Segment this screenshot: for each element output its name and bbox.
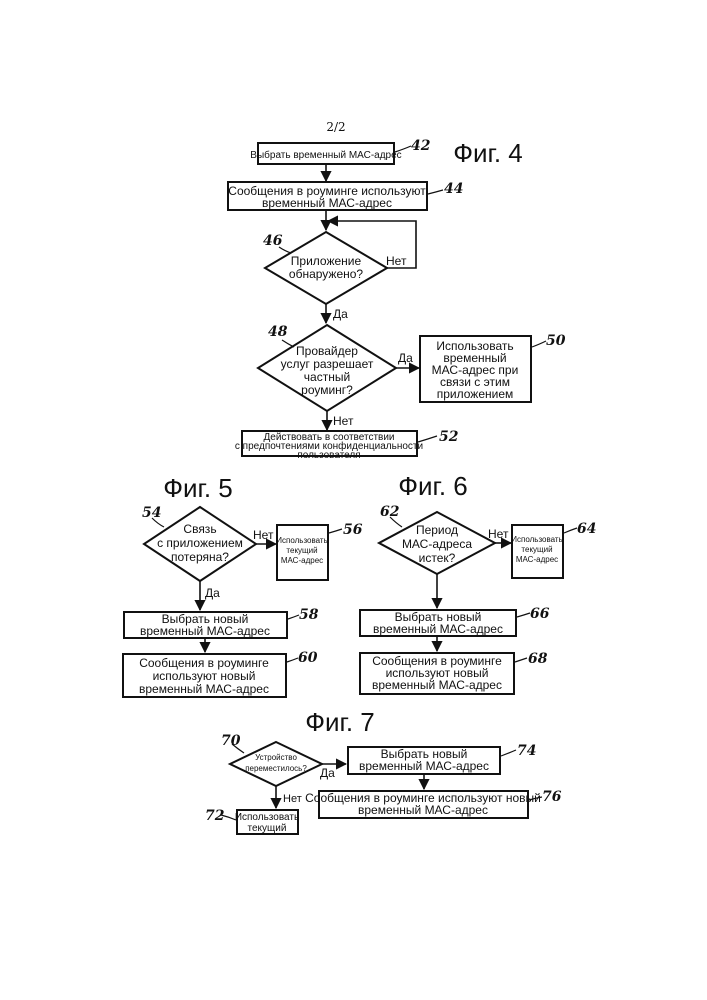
step-56-use-current-mac: Использовать текущий МАС-адрес [276,525,328,580]
ref-68: 68 [528,651,548,667]
fig6-title: Фиг. 6 [398,471,468,501]
svg-text:истек?: истек? [419,551,456,565]
step-64-use-current-mac: Использовать текущий МАС-адрес [511,525,563,578]
label-46-yes: Да [333,307,348,321]
svg-text:пользователя: пользователя [297,450,360,461]
ref-58: 58 [299,607,319,623]
ref-60: 60 [298,650,318,666]
ref-44: 44 [444,181,463,197]
ref-64-leader [564,528,577,533]
svg-text:Период: Период [416,523,458,537]
step-50-use-temp-mac-with-app: Использовать временный МАС-адрес при свя… [420,336,531,402]
svg-text:приложением: приложением [437,387,514,401]
svg-text:используют новый: используют новый [153,669,256,683]
label-48-yes: Да [398,351,413,365]
label-46-no: Нет [386,254,407,268]
svg-text:с приложением: с приложением [157,536,243,550]
ref-68-leader [515,658,527,662]
step-68-roaming-new-temp-mac: Сообщения в роуминге используют новый вр… [360,653,514,694]
step-44-roaming-temp-mac: Сообщения в роуминге используют временны… [228,182,427,210]
label-54-no: Нет [253,528,274,542]
ref-76: 76 [542,789,562,805]
svg-text:Выбрать временный МАС-адрес: Выбрать временный МАС-адрес [250,149,401,161]
svg-text:Сообщения в роуминге: Сообщения в роуминге [139,656,269,670]
ref-60-leader [287,658,298,662]
ref-74-leader [501,750,516,756]
svg-text:МАС-адреса: МАС-адреса [402,537,472,551]
ref-56: 56 [343,522,363,538]
svg-text:временный МАС-адрес: временный МАС-адрес [358,803,488,817]
svg-text:текущий: текущий [248,823,287,834]
svg-text:текущий: текущий [286,546,317,555]
ref-42: 42 [411,138,431,154]
step-74-select-new-temp-mac: Выбрать новый временный МАС-адрес [348,747,500,774]
svg-text:Устройство: Устройство [255,753,297,762]
svg-text:частный: частный [304,370,350,384]
ref-52: 52 [439,429,459,445]
step-72-use-current: Использовать текущий [235,810,299,834]
step-58-select-new-temp-mac: Выбрать новый временный МАС-адрес [124,612,287,638]
decision-70-device-moved: Устройство переместилось? [230,742,322,786]
ref-48: 48 [268,324,288,340]
decision-62-mac-period-expired: Период МАС-адреса истек? [379,512,495,574]
ref-70: 70 [221,733,241,749]
ref-54: 54 [142,505,161,521]
ref-62: 62 [380,504,400,520]
fig5-title: Фиг. 5 [163,473,233,503]
ref-64: 64 [577,521,596,537]
decision-46-app-detected: Приложение обнаружено? [265,232,387,304]
ref-44-leader [428,190,443,194]
step-60-roaming-new-temp-mac: Сообщения в роуминге используют новый вр… [123,654,286,697]
ref-42-leader [395,146,411,152]
svg-text:услуг разрешает: услуг разрешает [281,357,374,371]
ref-50-leader [532,341,546,347]
svg-text:Приложение: Приложение [291,254,362,268]
label-70-yes: Да [320,766,335,780]
svg-text:временный МАС-адрес: временный МАС-адрес [139,682,269,696]
svg-text:временный МАС-адрес: временный МАС-адрес [373,622,503,636]
svg-text:обнаружено?: обнаружено? [289,267,364,281]
ref-66-leader [517,613,530,617]
label-54-yes: Да [205,586,220,600]
label-70-no: Нет [283,793,302,805]
svg-text:Использовать: Использовать [235,812,299,823]
step-76-roaming-new-temp-mac: Сообщения в роуминге используют новый вр… [305,791,541,818]
svg-text:текущий: текущий [521,545,552,554]
label-48-no: Нет [333,414,354,428]
svg-text:временный МАС-адрес: временный МАС-адрес [262,196,392,210]
ref-72: 72 [205,808,225,824]
svg-text:потеряна?: потеряна? [171,550,229,564]
step-66-select-new-temp-mac: Выбрать новый временный МАС-адрес [360,610,516,636]
ref-48-leader [282,340,294,347]
ref-46: 46 [263,233,283,249]
step-52-act-per-privacy-prefs: Действовать в соответствии с предпочтени… [235,431,423,461]
step-42-select-temp-mac: Выбрать временный МАС-адрес [250,143,401,164]
ref-58-leader [288,615,299,619]
svg-text:Провайдер: Провайдер [296,344,358,358]
svg-text:Связь: Связь [183,522,216,536]
ref-66: 66 [530,606,550,622]
ref-50: 50 [546,333,566,349]
ref-56-leader [329,529,342,533]
svg-text:Использовать: Использовать [276,536,327,545]
svg-text:Использовать: Использовать [511,535,562,544]
svg-text:роуминг?: роуминг? [301,383,353,397]
svg-text:переместилось?: переместилось? [245,764,307,773]
label-62-no: Нет [488,527,509,541]
svg-text:МАС-адрес: МАС-адрес [516,555,558,564]
svg-text:временный МАС-адрес: временный МАС-адрес [372,678,502,692]
ref-52-leader [418,436,437,442]
svg-text:временный МАС-адрес: временный МАС-адрес [140,624,270,638]
page-number: 2/2 [326,120,345,134]
fig4-title: Фиг. 4 [453,138,523,168]
fig7-title: Фиг. 7 [305,707,375,737]
ref-74: 74 [517,743,536,759]
svg-text:МАС-адрес: МАС-адрес [281,556,323,565]
svg-text:временный МАС-адрес: временный МАС-адрес [359,759,489,773]
